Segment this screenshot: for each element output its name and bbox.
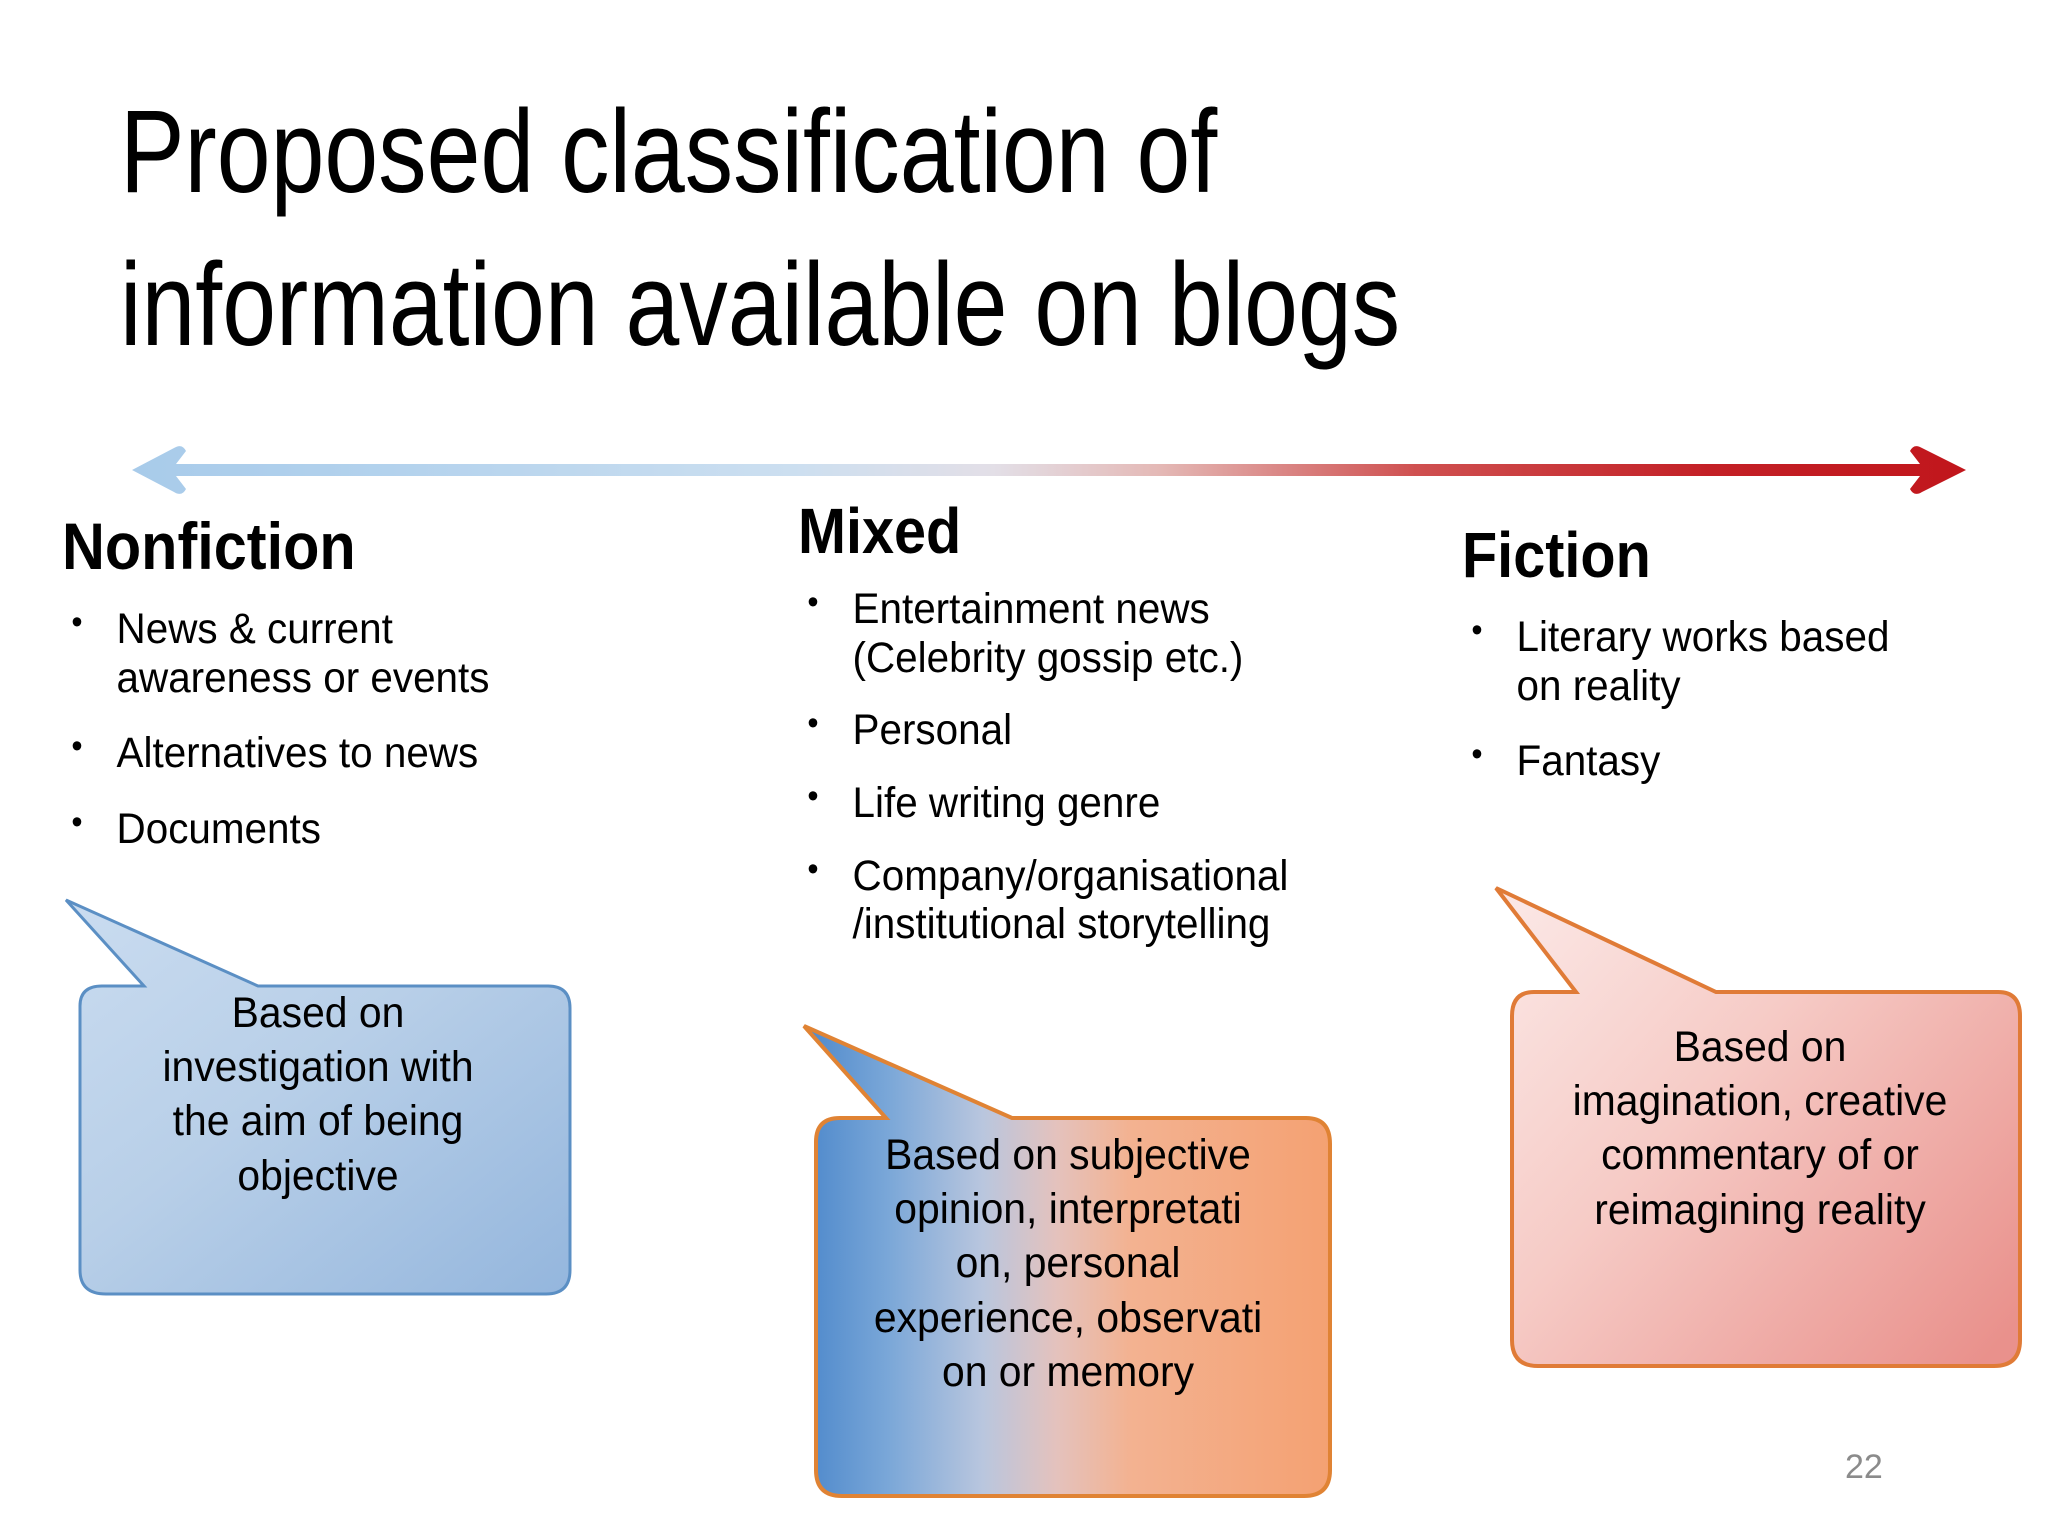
list-item: Life writing genre <box>798 777 1381 828</box>
list-item: Company/organisational /institutional st… <box>798 849 1381 949</box>
column-heading-mixed: Mixed <box>798 495 962 567</box>
callout-bubble-shape <box>802 1024 1332 1498</box>
column-mixed: Mixed Entertainment news (Celebrity goss… <box>798 495 1418 973</box>
page-title: Proposed classification of information a… <box>120 86 1401 372</box>
list-item: Fantasy <box>1462 735 1988 786</box>
list-item: Personal <box>798 704 1381 755</box>
column-fiction: Fiction Literary works based on reality … <box>1462 519 2022 813</box>
page-number: 22 <box>1845 1448 1883 1486</box>
list-item: Documents <box>62 803 626 854</box>
list-item: Alternatives to news <box>62 727 626 778</box>
bullet-list-mixed: Entertainment news (Celebrity gossip etc… <box>798 583 1418 949</box>
list-item: Entertainment news (Celebrity gossip etc… <box>798 583 1381 682</box>
list-item: News & current awareness or events <box>62 603 626 702</box>
callout-fiction: Based on imagination, creative commentar… <box>1486 880 2034 1390</box>
bullet-list-fiction: Literary works based on reality Fantasy <box>1462 611 2022 786</box>
callout-mixed: Based on subjective opinion, interpretat… <box>794 1018 1342 1518</box>
list-item: Literary works based on reality <box>1462 611 1988 710</box>
callout-bubble-shape <box>1494 886 2022 1368</box>
callout-text-fiction: Based on imagination, creative commentar… <box>1572 1023 1948 1234</box>
callout-text-mixed: Based on subjective opinion, interpretat… <box>873 1131 1263 1396</box>
column-heading-fiction: Fiction <box>1462 519 1651 591</box>
callout-bubble-shape <box>64 898 572 1296</box>
callout-nonfiction: Based on investigation with the aim of b… <box>58 888 578 1318</box>
column-nonfiction: Nonfiction News & current awareness or e… <box>62 509 662 881</box>
column-heading-nonfiction: Nonfiction <box>62 509 356 583</box>
bullet-list-nonfiction: News & current awareness or events Alter… <box>62 603 662 854</box>
spectrum-arrow-shape <box>132 446 1966 494</box>
spectrum-arrow <box>130 440 1970 500</box>
callout-text-nonfiction: Based on investigation with the aim of b… <box>162 989 474 1200</box>
